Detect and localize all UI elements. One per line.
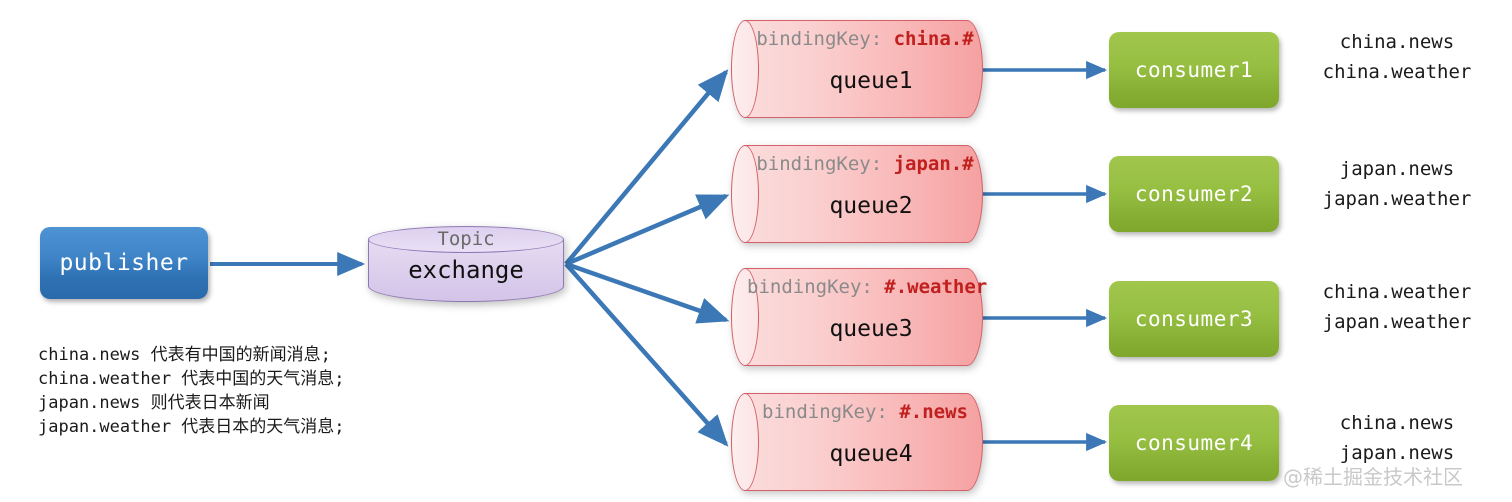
consumer-label: consumer1 — [1134, 58, 1254, 82]
publisher-label: publisher — [59, 250, 189, 276]
queue-node-4[interactable]: bindingKey: #.news queue4 — [731, 393, 983, 491]
binding-key-label: bindingKey: — [747, 276, 873, 298]
legend-block: china.news 代表有中国的新闻消息; china.weather 代表中… — [38, 343, 345, 439]
binding-key-label: bindingKey: — [756, 153, 883, 175]
queue-cylinder-cap — [731, 268, 759, 366]
exchange-name-label: exchange — [408, 256, 524, 284]
queue-binding-key-3: bindingKey: #.weather — [747, 276, 987, 298]
arrow-exchange-to-queue4 — [564, 262, 729, 447]
queue-cylinder-body — [744, 20, 983, 118]
queue-cylinder-body — [744, 393, 983, 491]
routing-key: japan.news — [1339, 158, 1455, 180]
exchange-node[interactable]: Topic exchange — [368, 226, 564, 302]
binding-key-label: bindingKey: — [756, 28, 883, 50]
arrow-exchange-to-queue2 — [565, 193, 730, 267]
routing-key: china.weather — [1322, 281, 1472, 303]
queue-node-2[interactable]: bindingKey: japan.# queue2 — [731, 145, 983, 243]
routing-key: china.news — [1339, 412, 1455, 434]
consumer-node-4[interactable]: consumer4 — [1109, 405, 1279, 481]
queue-node-1[interactable]: bindingKey: china.# queue1 — [731, 20, 983, 118]
queue-name-4: queue4 — [829, 441, 913, 467]
legend-line-3: japan.news 则代表日本新闻 — [38, 393, 270, 413]
queue-binding-key-1: bindingKey: china.# — [747, 28, 983, 50]
consumer-node-3[interactable]: consumer3 — [1109, 281, 1279, 357]
queue-binding-key-2: bindingKey: japan.# — [747, 153, 983, 175]
routing-keys-consumer1: china.news china.weather — [1292, 27, 1502, 87]
arrow-exchange-to-queue1 — [564, 69, 729, 266]
binding-key-value: #.weather — [884, 276, 988, 298]
consumer-node-2[interactable]: consumer2 — [1109, 156, 1279, 232]
legend-line-2: china.weather 代表中国的天气消息; — [38, 369, 345, 389]
queue-cylinder-body — [744, 268, 983, 366]
consumer-label: consumer3 — [1134, 307, 1254, 331]
routing-key: china.weather — [1322, 61, 1472, 83]
routing-keys-consumer2: japan.news japan.weather — [1292, 154, 1502, 214]
queue-cylinder-cap — [731, 20, 759, 118]
publisher-node[interactable]: publisher — [40, 227, 208, 299]
binding-key-value: japan.# — [893, 153, 974, 175]
binding-key-value: china.# — [893, 28, 974, 50]
consumer-node-1[interactable]: consumer1 — [1109, 32, 1279, 108]
queue-name-3: queue3 — [829, 316, 913, 342]
queue-cylinder-cap — [731, 393, 759, 491]
legend-line-4: japan.weather 代表日本的天气消息; — [38, 417, 345, 437]
watermark-label: @稀土掘金技术社区 — [1283, 465, 1463, 489]
legend-line-1: china.news 代表有中国的新闻消息; — [38, 345, 331, 365]
routing-key: japan.weather — [1322, 188, 1472, 210]
queue-name-2: queue2 — [829, 193, 913, 219]
queue-cylinder-body — [744, 145, 983, 243]
routing-key: japan.weather — [1322, 311, 1472, 333]
routing-key: china.news — [1339, 31, 1455, 53]
consumer-label: consumer4 — [1134, 431, 1254, 455]
queue-cylinder-cap — [731, 145, 759, 243]
routing-keys-consumer3: china.weather japan.weather — [1292, 277, 1502, 337]
queue-node-3[interactable]: bindingKey: #.weather queue3 — [731, 268, 987, 366]
binding-key-label: bindingKey: — [762, 401, 888, 423]
binding-key-value: #.news — [899, 401, 968, 423]
consumer-label: consumer2 — [1134, 182, 1254, 206]
queue-name-1: queue1 — [829, 68, 913, 94]
exchange-type-label: Topic — [437, 228, 495, 250]
exchange-cylinder-cap — [368, 226, 564, 253]
queue-binding-key-4: bindingKey: #.news — [747, 401, 983, 423]
routing-keys-consumer4: china.news japan.news — [1292, 408, 1502, 468]
routing-key: japan.news — [1339, 442, 1455, 464]
arrow-exchange-to-queue3 — [565, 261, 730, 324]
